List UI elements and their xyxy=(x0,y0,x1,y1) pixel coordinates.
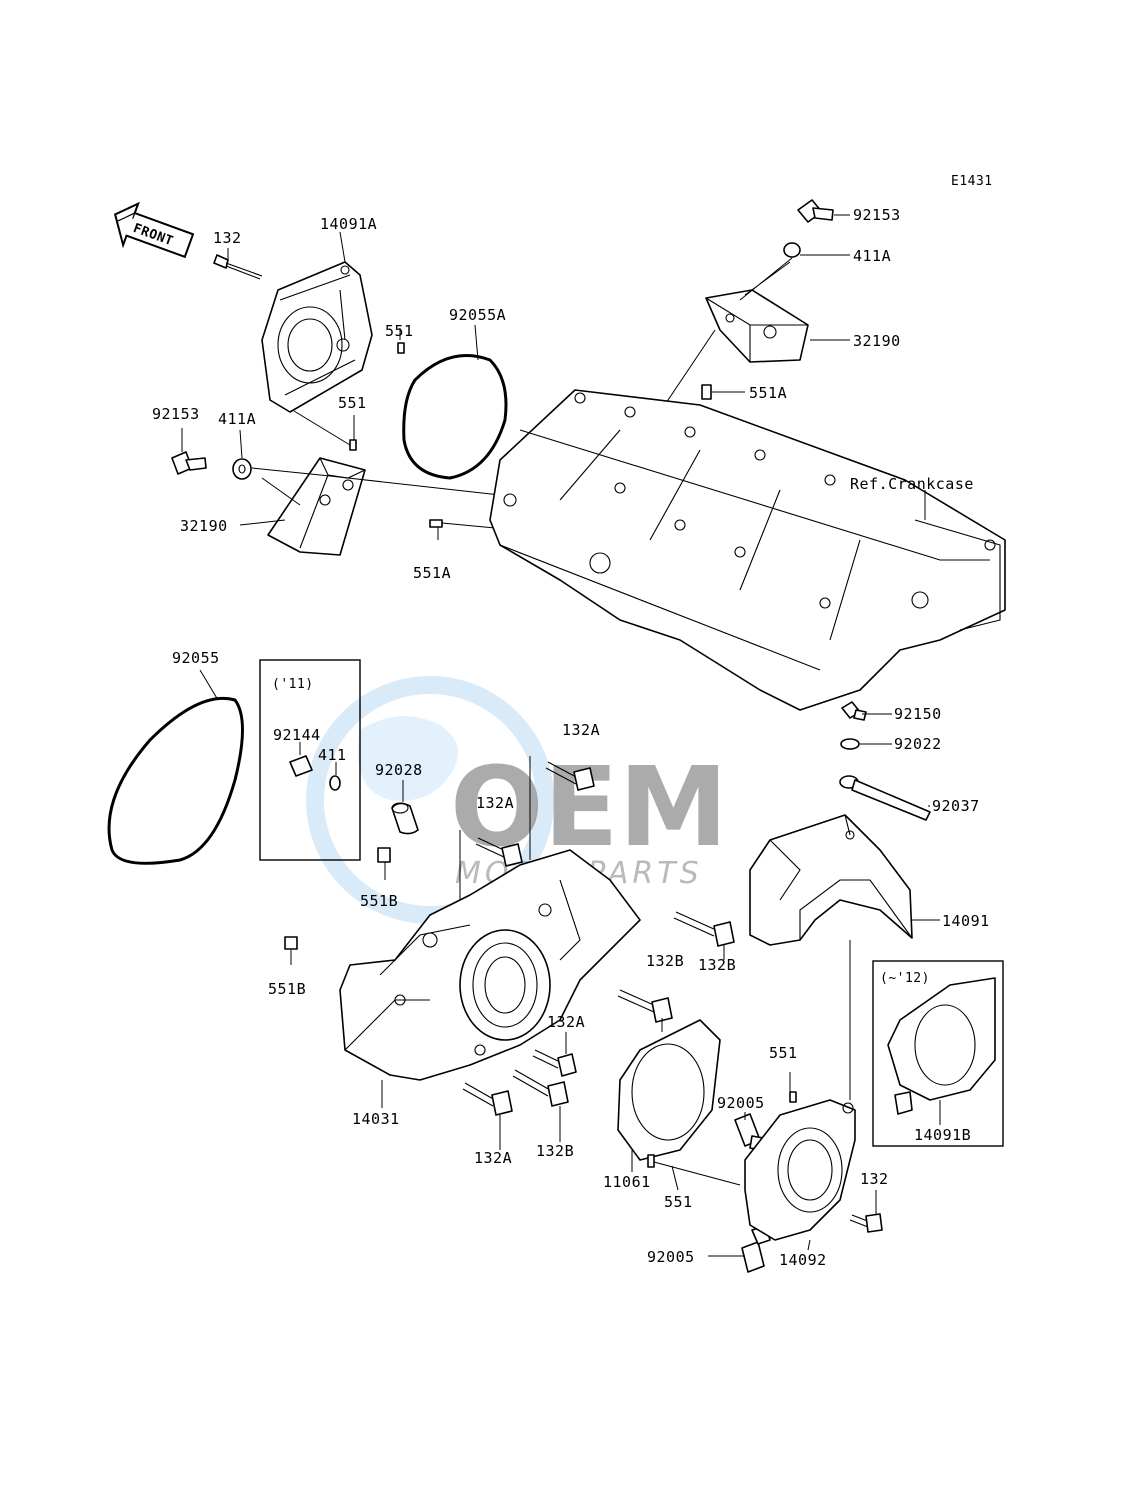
label-32190-right: 32190 xyxy=(853,332,901,350)
label-92005-b: 92005 xyxy=(647,1248,695,1266)
strap-92037 xyxy=(839,775,931,821)
label-132a-4: 132A xyxy=(474,1149,512,1167)
cover-14091 xyxy=(749,814,913,946)
label-132a-2: 132A xyxy=(476,794,514,812)
label-132-top: 132 xyxy=(213,229,242,247)
gasket-92055 xyxy=(107,696,244,865)
label-92022: 92022 xyxy=(894,735,942,753)
pin-551-a xyxy=(397,342,405,354)
label-132-bottom: 132 xyxy=(860,1170,889,1188)
label-92144: 92144 xyxy=(273,726,321,744)
plug-92144 xyxy=(289,755,313,777)
crankcase-ref xyxy=(489,389,1006,711)
pin-551a-left xyxy=(429,519,443,528)
label-14092: 14092 xyxy=(779,1251,827,1269)
bracket-32190-left xyxy=(267,457,366,556)
label-411a-top: 411A xyxy=(853,247,891,265)
label-14091b: 14091B xyxy=(914,1126,971,1144)
washer-411a-left xyxy=(232,458,252,480)
leader-lines xyxy=(181,214,941,1257)
label-132b-3: 132B xyxy=(536,1142,574,1160)
bolt-132a-1 xyxy=(545,761,595,791)
label-132b-1: 132B xyxy=(646,952,684,970)
gasket-92055a xyxy=(402,354,508,480)
bolt-92153-left xyxy=(171,451,207,475)
pin-551-d xyxy=(647,1154,655,1168)
label-132a-3: 132A xyxy=(547,1013,585,1031)
diagram-code: E1431 xyxy=(951,174,993,189)
label-14031: 14031 xyxy=(352,1110,400,1128)
bolt-132b-1 xyxy=(673,911,735,947)
label-92153-top: 92153 xyxy=(853,206,901,224)
pin-551-c xyxy=(789,1091,797,1103)
pin-551b-b xyxy=(284,936,298,950)
bolt-132b-2 xyxy=(617,989,673,1023)
box-12: (~'12) xyxy=(872,960,1004,1147)
label-92153-left: 92153 xyxy=(152,405,200,423)
bolt-92153-top xyxy=(797,199,834,223)
label-92005-a: 92005 xyxy=(717,1094,765,1112)
label-14091a: 14091A xyxy=(320,215,377,233)
bolt-92150 xyxy=(841,701,867,721)
box-11: ('11) xyxy=(259,659,361,861)
pin-551b-a xyxy=(377,847,391,863)
label-92150: 92150 xyxy=(894,705,942,723)
cover-14031 xyxy=(339,849,641,1081)
label-411: 411 xyxy=(318,746,347,764)
bolt-132-top xyxy=(213,254,263,280)
label-551-b: 551 xyxy=(338,394,367,412)
group-12-label: (~'12) xyxy=(880,971,930,986)
label-551b-2: 551B xyxy=(268,980,306,998)
label-92028: 92028 xyxy=(375,761,423,779)
label-14091: 14091 xyxy=(942,912,990,930)
ref-crankcase-label: Ref.Crankcase xyxy=(850,475,974,493)
label-551a-right: 551A xyxy=(749,384,787,402)
bracket-32190-right xyxy=(705,289,809,363)
label-551-a: 551 xyxy=(385,322,414,340)
label-92037: 92037 xyxy=(932,797,980,815)
group-11-label: ('11) xyxy=(272,677,314,692)
pin-551a-right xyxy=(701,384,712,400)
front-arrow: FRONT xyxy=(113,201,195,259)
label-551-d: 551 xyxy=(664,1193,693,1211)
bolt-132b-3 xyxy=(512,1069,569,1107)
washer-411a-top xyxy=(783,242,801,258)
bolt-132a-3 xyxy=(532,1049,577,1077)
label-132b-2: 132B xyxy=(698,956,736,974)
label-551-c: 551 xyxy=(769,1044,798,1062)
washer-411 xyxy=(329,775,341,791)
cover-14091a xyxy=(261,261,373,413)
watermark-main: OEM xyxy=(450,743,728,871)
label-92055a: 92055A xyxy=(449,306,506,324)
label-551a-left: 551A xyxy=(413,564,451,582)
label-132a-1: 132A xyxy=(562,721,600,739)
bolt-132-bottom xyxy=(849,1213,883,1233)
gasket-11061 xyxy=(617,1019,721,1161)
part-labels: 92153 411A 32190 551A 132 14091A 551 551… xyxy=(152,206,990,1269)
pin-551-b xyxy=(349,439,357,451)
bolt-132a-2 xyxy=(475,837,523,867)
label-551b-1: 551B xyxy=(360,892,398,910)
label-11061: 11061 xyxy=(603,1173,651,1191)
bushing-92028 xyxy=(391,802,419,835)
bolt-132a-4 xyxy=(462,1082,513,1116)
label-32190-left: 32190 xyxy=(180,517,228,535)
cover-14091b xyxy=(887,977,996,1101)
label-411a-left: 411A xyxy=(218,410,256,428)
cover-14092 xyxy=(744,1099,856,1241)
label-92055: 92055 xyxy=(172,649,220,667)
washer-92022 xyxy=(840,738,860,750)
